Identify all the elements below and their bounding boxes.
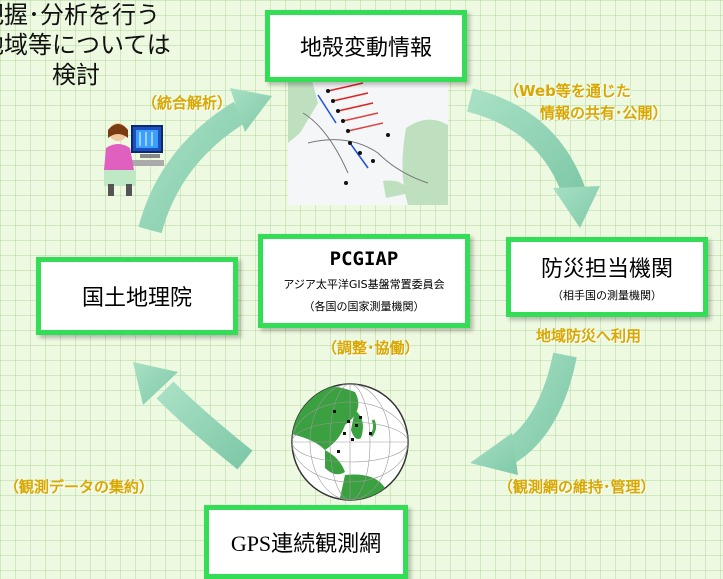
- intro-line-1: 把握･分析を行う: [0, 1, 160, 29]
- arrow-collect: [133, 362, 253, 470]
- person-computer-icon: [104, 123, 164, 196]
- box-gsi-title: 国土地理院: [81, 286, 192, 311]
- box-crust-title: 地殻変動情報: [299, 36, 432, 61]
- globe-map: [291, 383, 409, 501]
- label-regional-disaster: 地域防災へ利用: [536, 327, 642, 345]
- label-web-sharing-1: （Web等を通じた: [504, 82, 631, 100]
- label-coordination: （調整･協働）: [322, 339, 420, 357]
- box-gps-title: GPS連続観測網: [230, 531, 382, 556]
- arrow-integrated: [138, 88, 272, 234]
- box-gps-network: GPS連続観測網: [204, 505, 408, 579]
- label-network-maintenance: （観測網の維持･管理）: [498, 478, 656, 496]
- box-pcgiap-title: PCGIAP: [329, 248, 399, 270]
- box-pcgiap: PCGIAP アジア太平洋GIS基盤常置委員会 （各国の国家測量機関）: [258, 234, 470, 328]
- label-data-collection: （観測データの集約）: [4, 478, 155, 496]
- box-disaster-agency: 防災担当機関 （相手国の測量機関）: [506, 237, 708, 317]
- arrow-maintain: [470, 352, 577, 475]
- box-crust-deformation: 地殻変動情報: [265, 10, 467, 82]
- arrow-share: [466, 88, 600, 228]
- intro-line-2: 地域等については: [0, 31, 171, 59]
- label-web-sharing-2: 情報の共有･公開）: [540, 104, 668, 122]
- box-pcgiap-subtitle-1: アジア太平洋GIS基盤常置委員会: [283, 278, 445, 291]
- box-disaster-subtitle: （相手国の測量機関）: [552, 289, 662, 302]
- box-disaster-title: 防災担当機関: [540, 257, 673, 282]
- intro-text: 把握･分析を行う 地域等については 検討: [0, 0, 260, 90]
- intro-line-3: 検討: [52, 61, 100, 89]
- label-integrated-analysis: （統合解析）: [142, 94, 233, 112]
- box-pcgiap-subtitle-2: （各国の国家測量機関）: [303, 300, 425, 313]
- box-gsi: 国土地理院: [36, 257, 238, 335]
- crust-deformation-map: a: [288, 73, 448, 205]
